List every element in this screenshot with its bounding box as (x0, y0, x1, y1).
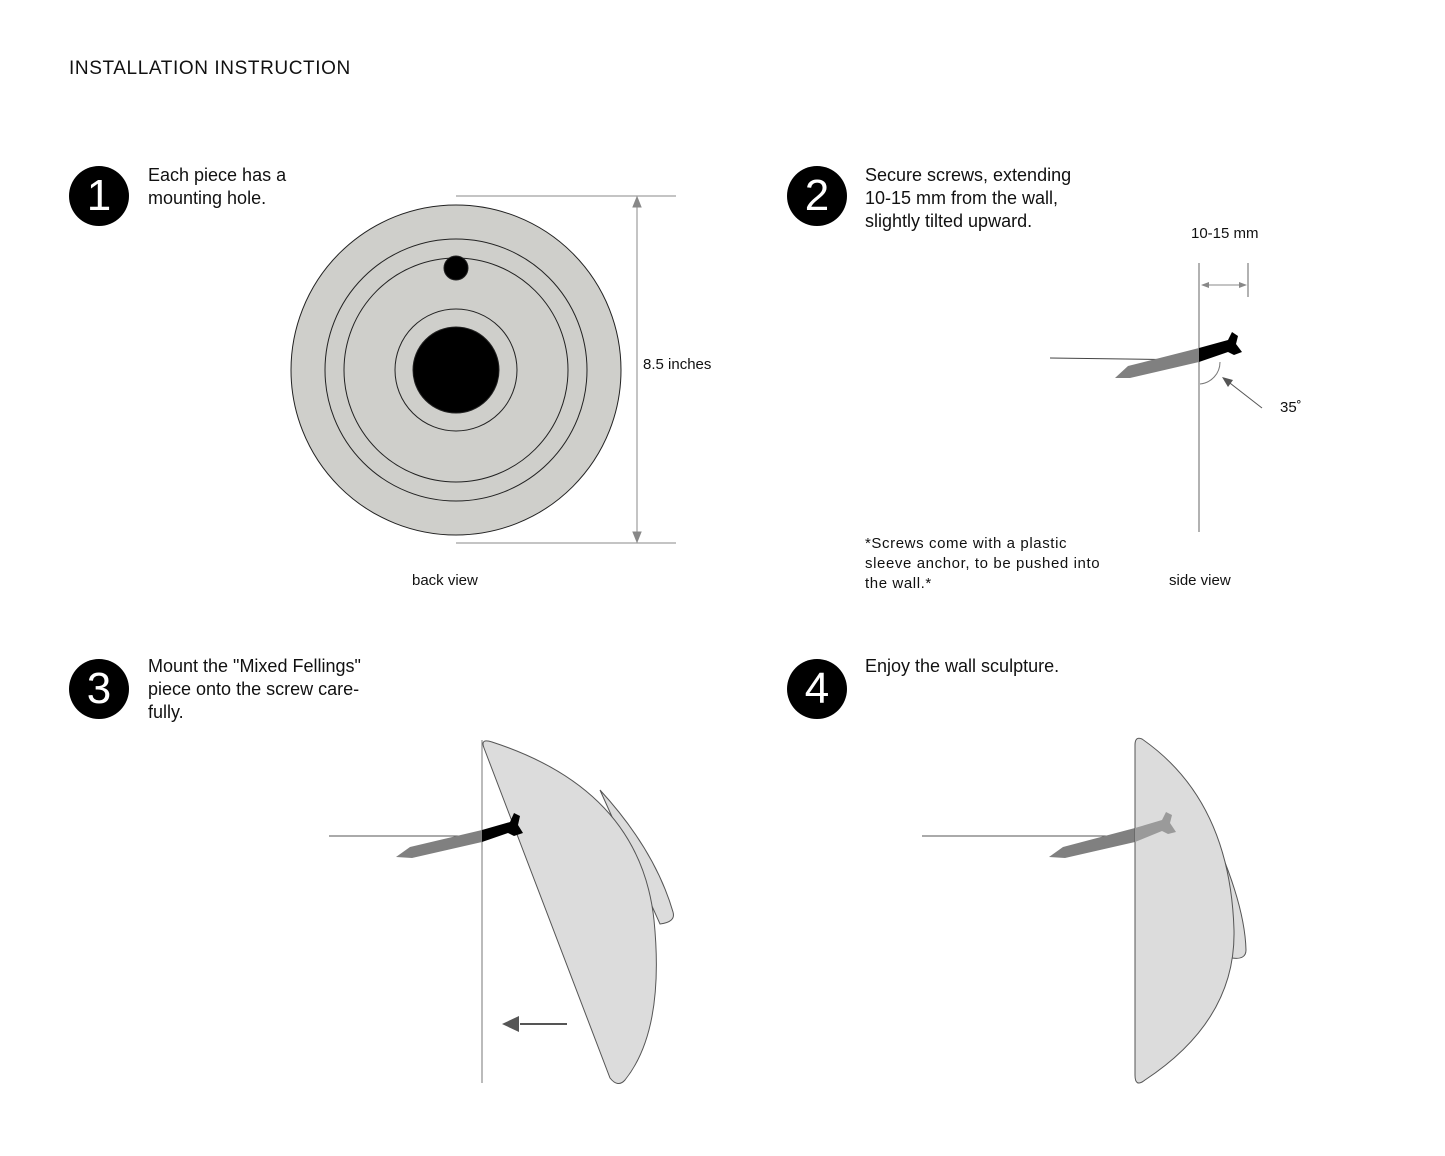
step-1-badge: 1 (69, 166, 129, 226)
mounting-diagram (329, 740, 674, 1084)
side-view-caption: side view (1169, 572, 1231, 589)
step-2-text: Secure screws, extending 10-15 mm from t… (865, 165, 1072, 231)
screw-note: *Screws come with a plastic sleeve ancho… (865, 535, 1101, 592)
final-diagram (922, 737, 1247, 1084)
center-hole (412, 326, 500, 414)
mounting-hole (443, 255, 469, 281)
step-3-text: Mount the "Mixed Fellings" piece onto th… (148, 656, 361, 722)
dimension-label: 8.5 inches (643, 356, 712, 373)
screw-tip (1115, 348, 1199, 378)
back-view-diagram (290, 204, 622, 536)
step-2-badge: 2 (787, 166, 847, 226)
back-view-caption: back view (412, 572, 478, 589)
step-3-badge: 3 (69, 659, 129, 719)
page-title: INSTALLATION INSTRUCTION (69, 58, 351, 79)
screw-extension-label: 10-15 mm (1191, 225, 1259, 242)
screw-head (1199, 332, 1242, 362)
step-1-text: Each piece has a mounting hole. (148, 165, 287, 208)
angle-label: 35˚ (1280, 399, 1302, 416)
step-4-text: Enjoy the wall sculpture. (865, 656, 1060, 676)
step-4-badge: 4 (787, 659, 847, 719)
side-view-diagram (1049, 263, 1263, 532)
height-dimension (456, 195, 676, 544)
